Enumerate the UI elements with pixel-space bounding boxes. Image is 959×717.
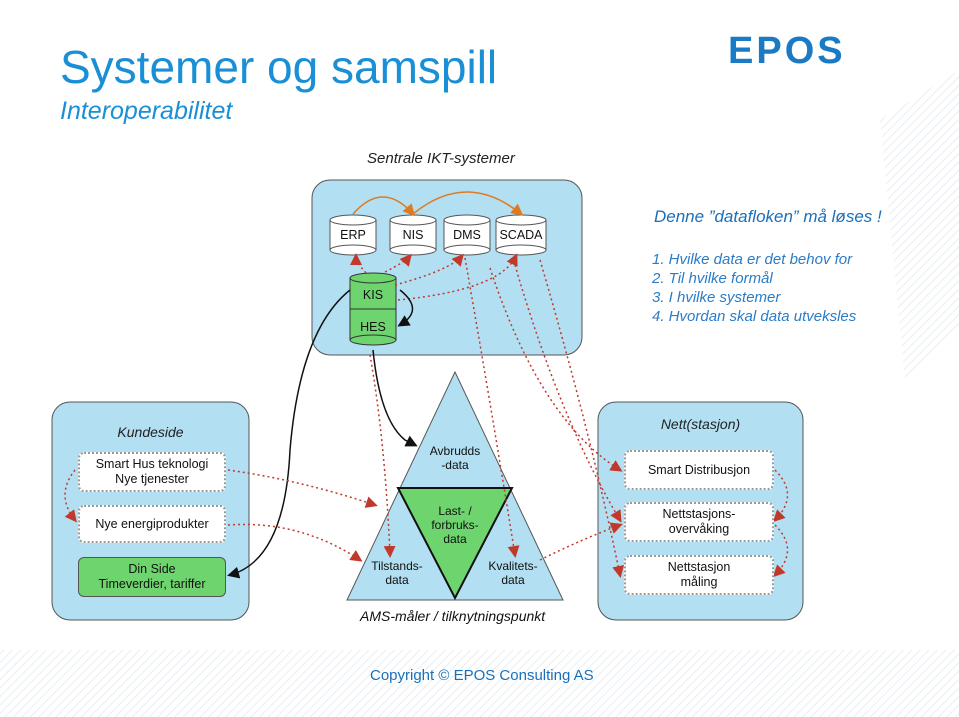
box-line: Smart Distribusjon — [647, 462, 751, 477]
cylinder-nis — [389, 214, 437, 256]
energy-products-box: Nye energiprodukter — [78, 505, 226, 543]
question-item: 2. Til hvilke formål — [652, 270, 773, 287]
consumption-triangle — [396, 487, 514, 601]
link-kis-hes — [397, 289, 414, 327]
box-line: Din Side — [128, 562, 176, 576]
box-line: Nye energiprodukter — [95, 516, 209, 531]
box-line: Nettstasjon — [667, 560, 731, 574]
question-item: 1. Hvilke data er det behov for — [652, 251, 853, 268]
loop-right-2 — [772, 524, 789, 578]
system-hes: HES — [360, 320, 386, 334]
question-item: 3. I hvilke systemer — [652, 289, 781, 306]
label-line: Avbrudds — [429, 444, 481, 458]
ams-caption: AMS-måler / tilknytningspunkt — [360, 608, 546, 624]
question-heading: Denne ”datafloken” må løses ! — [654, 207, 882, 226]
link-energy-triangle — [227, 523, 363, 562]
link-customer-triangle — [227, 469, 378, 508]
central-systems-label: Sentrale IKT-systemer — [367, 150, 515, 167]
outage-data-label: Avbrudds -data — [420, 444, 490, 472]
arc-erp-nis — [352, 196, 415, 217]
grid-panel-title: Nett(stasjon) — [660, 416, 741, 432]
system-dms: DMS — [453, 228, 481, 242]
box-line: overvåking — [668, 522, 730, 536]
cylinder-scada — [495, 214, 547, 256]
system-nis: NIS — [402, 228, 424, 242]
system-scada: SCADA — [499, 228, 543, 242]
loop-left-1 — [64, 469, 77, 523]
link-scada-grid-2 — [539, 259, 625, 578]
link-hes-tilstand — [369, 354, 396, 558]
consumption-data-label: Last- / forbruks- data — [420, 504, 490, 546]
cylinder-dms — [443, 214, 491, 256]
link-dms-grid — [489, 267, 623, 472]
link-kis-scada — [397, 253, 518, 301]
page-title: Systemer og samspill — [60, 41, 498, 93]
customer-panel-title: Kundeside — [117, 424, 184, 440]
loop-right-1 — [772, 469, 789, 523]
link-kis-dms — [394, 253, 464, 286]
label-line: -data — [441, 458, 469, 472]
label-line: data — [501, 573, 525, 587]
box-line: Nye tjenester — [115, 472, 189, 486]
box-line: Timeverdier, tariffer — [98, 577, 206, 591]
substation-monitoring-box: Nettstasjons-overvåking — [624, 502, 774, 542]
label-line: data — [385, 573, 409, 587]
link-hes-triangle — [372, 349, 418, 447]
epos-logo: EPOS — [728, 30, 846, 72]
link-dms-kvalitet — [464, 257, 520, 558]
label-line: Kvalitets- — [488, 559, 538, 573]
box-line: måling — [680, 575, 718, 589]
question-list: 1. Hvilke data er det behov for 2. Til h… — [652, 250, 856, 326]
quality-data-label: Kvalitets- data — [478, 559, 548, 587]
cylinder-kis-hes — [349, 272, 397, 346]
label-line: forbruks- — [431, 518, 479, 532]
box-line: Smart Hus teknologi — [95, 457, 209, 471]
condition-data-label: Tilstands- data — [362, 559, 432, 587]
link-scada-grid — [514, 264, 622, 523]
cylinder-erp — [329, 214, 377, 256]
label-line: Tilstands- — [371, 559, 423, 573]
system-erp: ERP — [340, 228, 366, 242]
system-kis: KIS — [362, 288, 384, 302]
page-subtitle: Interoperabilitet — [60, 97, 233, 125]
label-line: data — [443, 532, 467, 546]
question-item: 4. Hvordan skal data utveksles — [652, 308, 857, 325]
link-kis-dinside — [227, 289, 351, 579]
box-line: Nettstasjons- — [662, 507, 736, 521]
smart-distribution-box: Smart Distribusjon — [624, 450, 774, 490]
copyright: Copyright © EPOS Consulting AS — [370, 667, 594, 684]
label-line: Last- / — [438, 504, 472, 518]
arc-nis-scada — [412, 191, 524, 216]
